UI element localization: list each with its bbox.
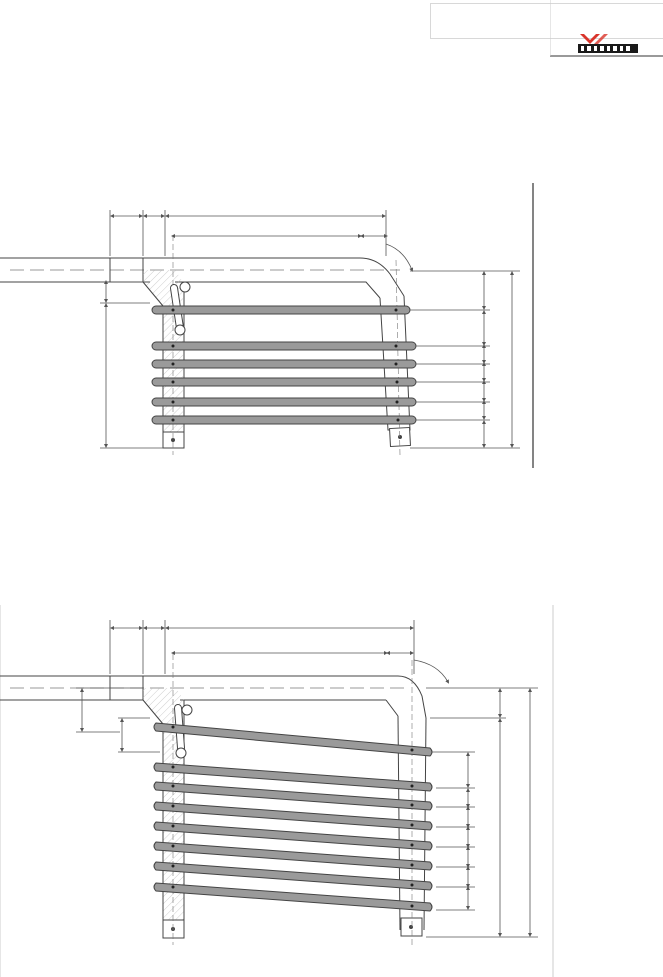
- title-block: [430, 3, 663, 39]
- bar: [153, 841, 433, 871]
- bars-group: [151, 305, 417, 425]
- horizontal-pipe: [0, 675, 427, 719]
- bar: [151, 305, 411, 315]
- bar: [151, 359, 417, 369]
- bar: [151, 377, 417, 387]
- bar: [153, 722, 433, 757]
- company-logo: [550, 0, 663, 57]
- bars-group: [153, 722, 433, 912]
- right-post: [379, 259, 411, 456]
- horizontal-pipe: [0, 257, 405, 299]
- drawing-rail-inclined: [0, 605, 554, 977]
- dimension-lines: [76, 620, 538, 938]
- bar: [153, 861, 433, 891]
- dimension-lines: [100, 210, 520, 449]
- bar: [151, 341, 417, 351]
- drawing-rail-fixed: [0, 183, 534, 468]
- bar: [153, 821, 433, 851]
- bar: [153, 781, 433, 811]
- bar: [153, 762, 433, 792]
- bar: [153, 801, 433, 831]
- left-post: [142, 654, 185, 945]
- bar: [151, 397, 417, 407]
- bar: [151, 415, 417, 425]
- bar: [153, 882, 433, 912]
